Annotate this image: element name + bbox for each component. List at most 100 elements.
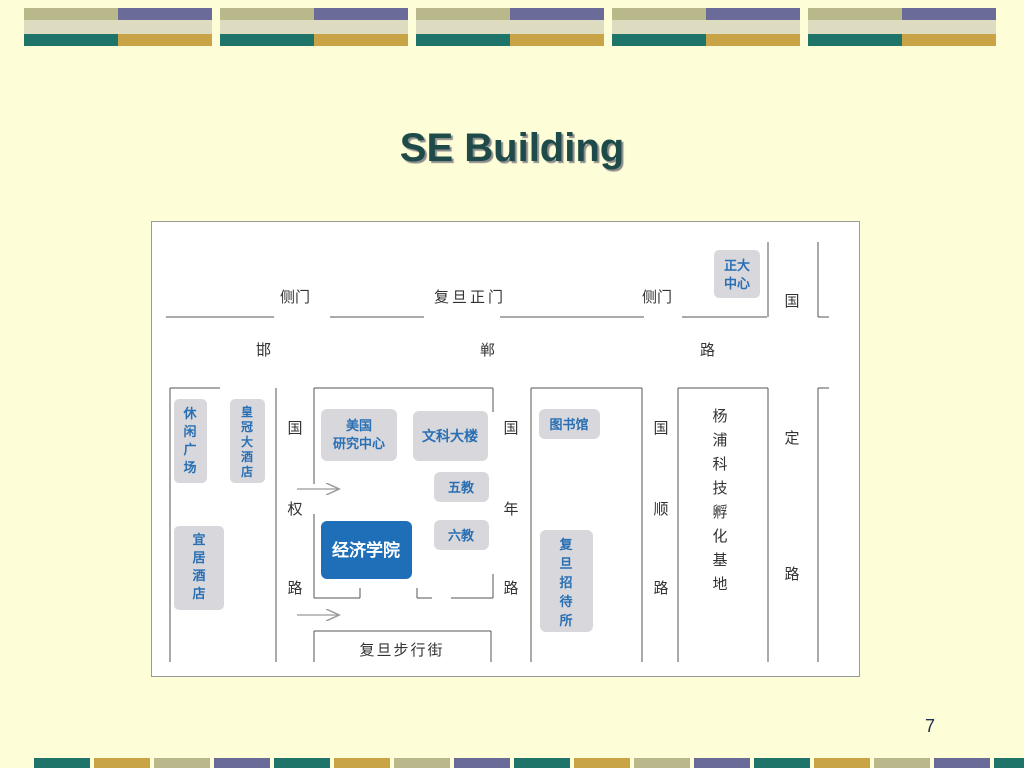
deco-top-block-3 <box>706 8 800 20</box>
crown-hotel-char-5: 店 <box>241 464 253 479</box>
yangpu-incubator-char-6: 化 <box>712 527 727 545</box>
economics-school[interactable]: 经济学院 <box>321 521 412 579</box>
leisure-square[interactable]: 休 闲 广 场 <box>174 399 207 483</box>
crown-hotel[interactable]: 皇 冠 大 酒 店 <box>230 399 265 483</box>
deco-top-block-0 <box>118 34 212 46</box>
crown-hotel-char-4: 酒 <box>241 450 253 464</box>
page-number: 7 <box>925 716 936 736</box>
deco-bottom-block <box>514 758 570 768</box>
crown-hotel-char-1: 皇 <box>241 404 253 419</box>
yiju-hotel-char-1: 宜 <box>192 532 205 548</box>
deco-top-block-2 <box>416 8 510 20</box>
deco-top-block-1 <box>220 20 408 34</box>
deco-bottom-block <box>574 758 630 768</box>
us-research-center-line-2: 研究中心 <box>333 436 385 452</box>
fudan-street-label: 复旦步行街 <box>359 641 444 659</box>
fudan-hotel-char-2: 旦 <box>559 557 572 572</box>
yiju-hotel[interactable]: 宜 居 酒 店 <box>174 526 224 610</box>
guoquan-road-char-1: 国 <box>287 419 302 437</box>
guoding-road-char-2: 定 <box>784 429 799 447</box>
deco-top-block-3 <box>612 8 706 20</box>
deco-bottom-block <box>274 758 330 768</box>
deco-bottom-block <box>214 758 270 768</box>
deco-top-block-0 <box>24 20 212 34</box>
deco-bottom-block <box>94 758 150 768</box>
guoshun-road-char-2: 顺 <box>653 500 668 518</box>
deco-bottom-block <box>694 758 750 768</box>
deco-top-block-2 <box>416 34 510 46</box>
leisure-square-char-4: 场 <box>183 461 196 476</box>
us-research-center-line-1: 美国 <box>346 418 372 434</box>
guonian-road-char-2: 年 <box>503 500 518 518</box>
yiju-hotel-char-3: 酒 <box>192 569 205 584</box>
deco-top-block-2 <box>510 8 604 20</box>
leisure-square-char-3: 广 <box>183 442 196 458</box>
bottom-decorative-band <box>34 758 1024 768</box>
guoshun-road-char-3: 路 <box>653 579 668 597</box>
deco-bottom-block <box>34 758 90 768</box>
fudan-hotel-char-4: 待 <box>558 594 572 610</box>
campus-map: 侧门 复旦正门 侧门 邯 郸 路 国 权 路 国 年 路 国 顺 路 国 定 路 <box>151 221 860 677</box>
deco-top-block-4 <box>808 34 902 46</box>
deco-bottom-block <box>754 758 810 768</box>
zhengda-center-line-2: 中心 <box>724 276 750 292</box>
yiju-hotel-char-2: 居 <box>192 551 205 566</box>
economics-school-label: 经济学院 <box>332 540 400 561</box>
deco-top-block-0 <box>24 34 118 46</box>
deco-bottom-block <box>934 758 990 768</box>
yangpu-incubator-char-5: 孵 <box>712 503 727 521</box>
fudan-hotel[interactable]: 复 旦 招 待 所 <box>540 530 593 632</box>
leisure-square-char-2: 闲 <box>183 425 196 440</box>
wenke-building[interactable]: 文科大楼 <box>413 411 488 461</box>
deco-bottom-block <box>334 758 390 768</box>
sixth-teaching-label: 六教 <box>448 528 475 544</box>
deco-top-block-3 <box>706 34 800 46</box>
us-research-center[interactable]: 美国 研究中心 <box>321 409 397 461</box>
deco-top-block-2 <box>510 34 604 46</box>
guoshun-road-char-1: 国 <box>653 419 668 437</box>
deco-top-block-3 <box>612 34 706 46</box>
fifth-teaching-label: 五教 <box>448 480 475 496</box>
library[interactable]: 图书馆 <box>539 409 600 439</box>
guoding-road-char-1: 国 <box>784 292 799 310</box>
library-label: 图书馆 <box>549 417 588 433</box>
guoquan-road-char-3: 路 <box>287 579 302 597</box>
side-gate-right-label: 侧门 <box>642 288 672 306</box>
deco-top-block-2 <box>416 20 604 34</box>
fudan-hotel-char-5: 所 <box>559 613 572 629</box>
deco-bottom-block <box>634 758 690 768</box>
direction-arrows <box>297 489 338 615</box>
deco-top-block-4 <box>808 20 996 34</box>
yangpu-incubator-char-2: 浦 <box>712 431 727 449</box>
zhengda-center[interactable]: 正大 中心 <box>714 250 760 298</box>
yangpu-incubator-char-1: 杨 <box>712 407 727 425</box>
yangpu-incubator[interactable]: 杨 浦 科 技 孵 化 基 地 <box>712 407 727 593</box>
yangpu-incubator-char-7: 基 <box>712 551 727 569</box>
top-decorative-band <box>24 8 996 46</box>
deco-top-block-1 <box>220 8 314 20</box>
deco-top-block-4 <box>808 8 902 20</box>
guoquan-road-char-2: 权 <box>287 500 302 518</box>
fudan-hotel-char-1: 复 <box>558 537 573 553</box>
main-gate-label: 复旦正门 <box>434 288 506 306</box>
deco-bottom-block <box>454 758 510 768</box>
wenke-building-label: 文科大楼 <box>422 428 478 445</box>
deco-top-block-3 <box>612 20 800 34</box>
handan-road-char-1: 邯 <box>256 341 271 359</box>
yiju-hotel-char-4: 店 <box>192 586 205 602</box>
yangpu-incubator-char-8: 地 <box>712 575 727 593</box>
deco-bottom-block <box>394 758 450 768</box>
deco-top-block-4 <box>902 8 996 20</box>
yangpu-incubator-char-3: 科 <box>712 455 727 473</box>
zhengda-center-line-1: 正大 <box>724 258 750 274</box>
handan-road-char-3: 路 <box>700 341 715 359</box>
fudan-hotel-char-3: 招 <box>559 575 572 591</box>
side-gate-left-label: 侧门 <box>280 288 310 306</box>
guoding-road-char-3: 路 <box>784 565 799 583</box>
handan-road-char-2: 郸 <box>480 341 495 359</box>
deco-bottom-block <box>154 758 210 768</box>
sixth-teaching-building[interactable]: 六教 <box>434 520 489 550</box>
crown-hotel-char-2: 冠 <box>241 420 253 434</box>
leisure-square-char-1: 休 <box>182 406 197 422</box>
fifth-teaching-building[interactable]: 五教 <box>434 472 489 502</box>
